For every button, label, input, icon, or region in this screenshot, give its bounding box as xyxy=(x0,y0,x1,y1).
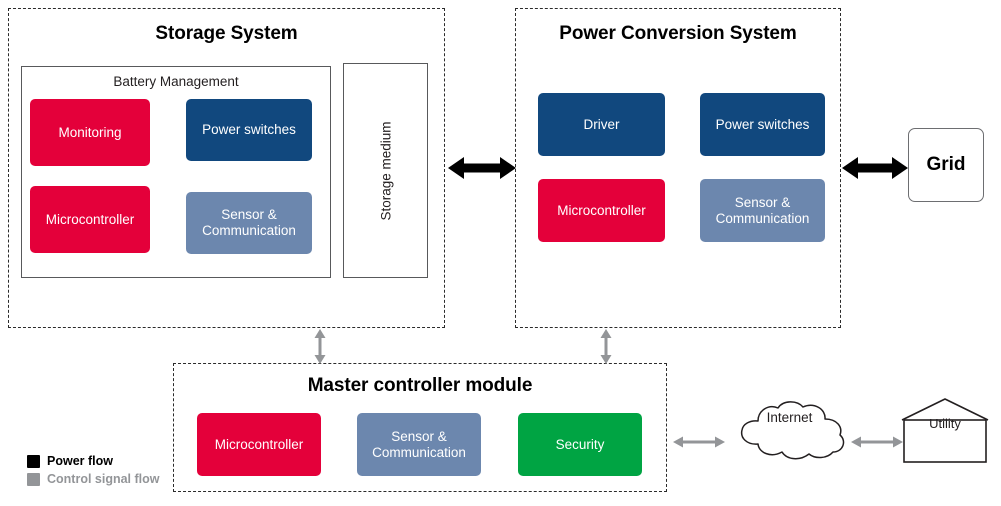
grid-label: Grid xyxy=(926,154,966,175)
power-conversion-system-container: Power Conversion System xyxy=(515,8,841,328)
legend: Power flow Control signal flow xyxy=(27,452,207,488)
legend-item-control-signal-flow: Control signal flow xyxy=(27,470,207,488)
battery-management-title: Battery Management xyxy=(113,74,239,89)
storage-system-title: Storage System xyxy=(155,23,298,44)
legend-label-control-signal-flow: Control signal flow xyxy=(47,472,160,486)
control-flow-arrow-icon xyxy=(314,329,326,364)
control-flow-arrow-icon xyxy=(851,436,903,448)
block-power-switches-pcs[interactable]: Power switches xyxy=(700,93,825,156)
internet-cloud[interactable]: Internet xyxy=(727,400,852,462)
storage-medium-container[interactable]: Storage medium xyxy=(343,63,428,278)
block-driver-pcs[interactable]: Driver xyxy=(538,93,665,156)
cloud-icon xyxy=(740,401,845,460)
block-monitoring[interactable]: Monitoring xyxy=(30,99,150,166)
power-flow-swatch-icon xyxy=(27,454,40,468)
master-controller-title: Master controller module xyxy=(307,375,533,396)
connector-storage-to-master xyxy=(311,329,329,364)
connector-internet-to-utility xyxy=(851,431,903,453)
connector-master-to-internet xyxy=(673,431,725,453)
power-flow-arrow-icon xyxy=(842,157,908,179)
block-sensor-communication-pcs[interactable]: Sensor & Communication xyxy=(700,179,825,242)
house-icon xyxy=(901,398,989,463)
connector-pcs-to-grid xyxy=(842,150,908,186)
legend-label-power-flow: Power flow xyxy=(47,454,113,468)
block-microcontroller-pcs[interactable]: Microcontroller xyxy=(538,179,665,242)
power-flow-arrow-icon xyxy=(448,157,516,179)
control-flow-swatch-icon xyxy=(27,472,40,486)
legend-item-power-flow: Power flow xyxy=(27,452,207,470)
block-sensor-communication-bms[interactable]: Sensor & Communication xyxy=(186,192,312,254)
block-sensor-communication-master[interactable]: Sensor & Communication xyxy=(357,413,481,476)
grid-box[interactable]: Grid xyxy=(908,128,984,202)
internet-label: Internet xyxy=(766,410,813,425)
storage-medium-label: Storage medium xyxy=(378,120,393,221)
connector-storage-to-pcs xyxy=(448,150,516,186)
utility-label: Utility xyxy=(929,416,961,431)
control-flow-arrow-icon xyxy=(673,436,725,448)
connector-pcs-to-master xyxy=(597,329,615,364)
control-flow-arrow-icon xyxy=(600,329,612,364)
block-microcontroller-master[interactable]: Microcontroller xyxy=(197,413,321,476)
power-conversion-system-title: Power Conversion System xyxy=(559,23,797,44)
block-security-master[interactable]: Security xyxy=(518,413,642,476)
utility-house[interactable]: Utility xyxy=(900,396,990,465)
block-microcontroller-bms[interactable]: Microcontroller xyxy=(30,186,150,253)
block-power-switches-bms[interactable]: Power switches xyxy=(186,99,312,161)
